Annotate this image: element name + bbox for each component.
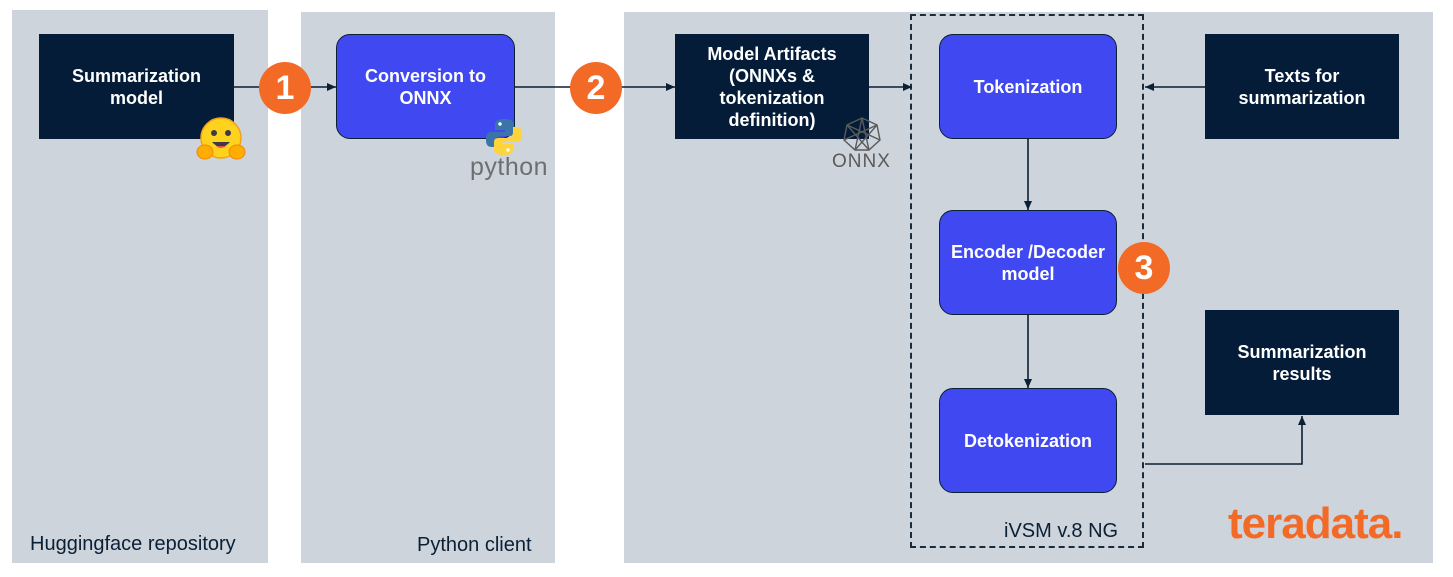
onnx-logo-text: ONNX	[832, 151, 891, 172]
step-2-badge: 2	[570, 62, 622, 114]
model-artifacts-box: Model Artifacts (ONNXs & tokenization de…	[675, 34, 869, 139]
python-client-panel-label: Python client	[417, 534, 532, 556]
detokenization-box: Detokenization	[939, 388, 1117, 493]
teradata-logo: teradata.	[1228, 499, 1403, 548]
python-icon	[486, 119, 522, 155]
texts-for-summarization-box: Texts for summarization	[1205, 34, 1399, 139]
onnx-icon	[843, 117, 881, 151]
step-1-badge: 1	[259, 62, 311, 114]
arrow-detokenization-to-results	[1145, 416, 1306, 465]
python-logo-text: python	[470, 153, 549, 181]
tokenization-box: Tokenization	[939, 34, 1117, 139]
ivsm-label: iVSM v.8 NG	[1004, 520, 1119, 542]
summarization-results-box: Summarization results	[1205, 310, 1399, 415]
conversion-to-onnx-box: Conversion to ONNX	[336, 34, 515, 139]
summarization-model-box: Summarization model	[39, 34, 234, 139]
huggingface-panel-label: Huggingface repository	[30, 533, 236, 555]
step-3-badge: 3	[1118, 242, 1170, 294]
encoder-decoder-box: Encoder /Decoder model	[939, 210, 1117, 315]
hugging-face-icon	[196, 117, 246, 160]
